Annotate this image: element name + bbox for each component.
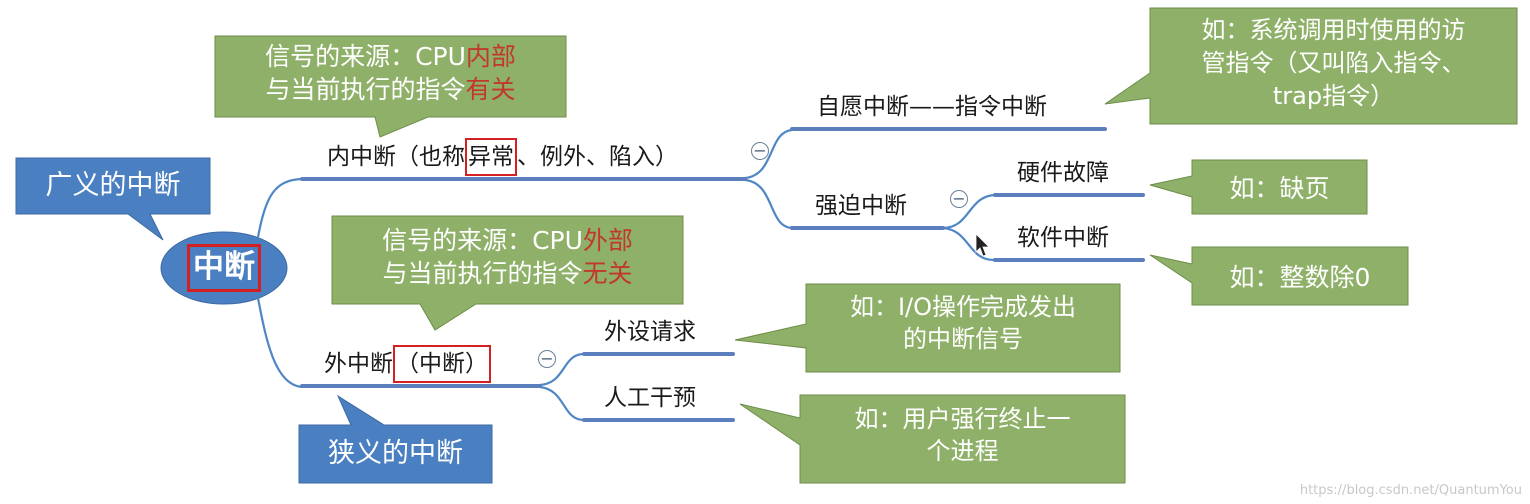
internal-source-callout-box <box>214 35 567 138</box>
connector-forced-hardware <box>942 193 996 230</box>
center-node-label: 中断 <box>187 244 261 292</box>
connector-external-manual <box>539 385 585 422</box>
manual-intervention-label[interactable]: 人工干预 <box>604 385 696 411</box>
peripheral-callout: 如：I/O操作完成发出 的中断信号 <box>849 293 1077 353</box>
external-source-callout-box <box>331 215 684 331</box>
manual-callout-box <box>739 394 1126 484</box>
connector-center-external <box>256 297 303 389</box>
connector-internal-forced <box>744 178 793 230</box>
forced-collapse-toggle[interactable]: − <box>950 190 968 208</box>
watermark-text: https://blog.csdn.net/QuantumYou <box>1299 483 1522 498</box>
connector-center-internal <box>256 177 303 238</box>
peripheral-request-label[interactable]: 外设请求 <box>604 319 696 345</box>
software-callout-box <box>1149 246 1409 306</box>
external-source-callout: 信号的来源：CPU外部 与当前执行的指令无关 <box>382 226 633 288</box>
narrow-note-box <box>298 394 493 484</box>
internal-source-callout: 信号的来源：CPU内部 与当前执行的指令有关 <box>265 42 516 104</box>
forced-interrupt-label[interactable]: 强迫中断 <box>815 193 907 219</box>
external-collapse-toggle[interactable]: − <box>538 350 556 368</box>
mouse-cursor-icon <box>975 233 990 257</box>
internal-highlight-box: 异常 <box>465 138 517 176</box>
external-interrupt-label[interactable]: 外中断（中断） <box>324 345 491 383</box>
hardware-fault-label[interactable]: 硬件故障 <box>1017 160 1109 186</box>
center-node[interactable]: 中断 <box>160 230 288 306</box>
software-callout: 如：整数除0 <box>1229 263 1371 292</box>
software-interrupt-label[interactable]: 软件中断 <box>1017 225 1109 251</box>
voluntary-interrupt-label[interactable]: 自愿中断——指令中断 <box>817 94 1047 120</box>
internal-interrupt-label[interactable]: 内中断（也称异常、例外、陷入） <box>327 138 678 176</box>
broad-note-box <box>15 157 211 241</box>
center-node-ellipse <box>160 231 288 305</box>
hardware-callout-box <box>1149 159 1368 215</box>
manual-callout: 如：用户强行终止一 个进程 <box>854 405 1071 465</box>
voluntary-callout: 如：系统调用时使用的访 管指令（又叫陷入指令、 trap指令） <box>1201 16 1466 111</box>
broad-note-text: 广义的中断 <box>45 170 181 201</box>
hardware-callout: 如：缺页 <box>1229 174 1330 203</box>
internal-collapse-toggle[interactable]: − <box>751 142 769 160</box>
peripheral-callout-box <box>734 283 1121 373</box>
narrow-note-text: 狭义的中断 <box>328 438 463 469</box>
connector-forced-software <box>942 226 996 262</box>
connector-internal-voluntary <box>744 128 793 180</box>
external-highlight-box: （中断） <box>393 345 491 383</box>
voluntary-callout-box <box>1104 7 1518 125</box>
connector-external-peripheral <box>539 352 585 387</box>
